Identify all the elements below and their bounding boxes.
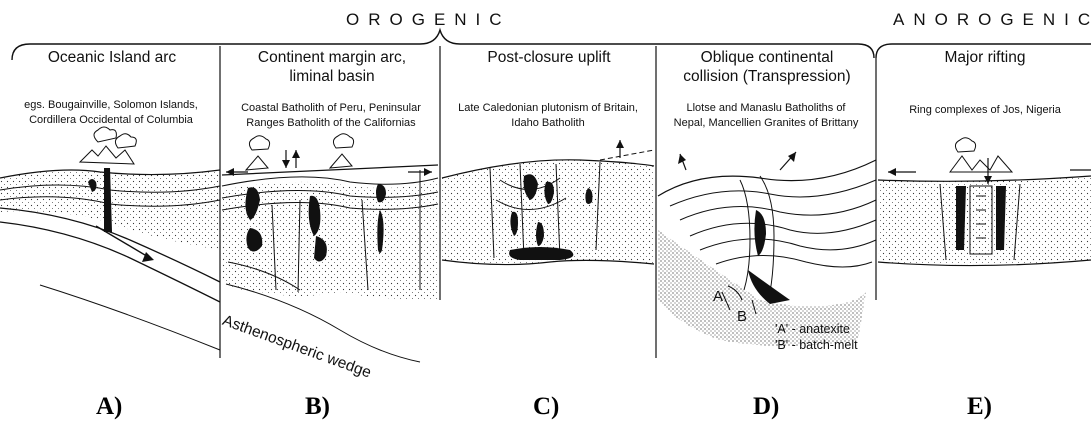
panel-d-letter: D) xyxy=(753,393,779,421)
panel-a-artwork xyxy=(0,127,220,350)
panel-b-letter: B) xyxy=(305,393,330,421)
panel-c-artwork xyxy=(442,140,654,265)
panel-e-artwork xyxy=(878,138,1091,266)
panel-a-letter: A) xyxy=(96,393,122,421)
panel-c-examples: Late Caledonian plutonism of Britain, Id… xyxy=(442,101,654,131)
panel-d-artwork xyxy=(658,152,876,346)
marker-b: B xyxy=(737,308,747,325)
panel-b-title: Continent margin arc, liminal basin xyxy=(232,48,432,86)
panel-c-letter: C) xyxy=(533,393,559,421)
panel-d-examples: Llotse and Manaslu Batholiths of Nepal, … xyxy=(658,101,874,131)
panel-a-examples: egs. Bougainville, Solomon Islands, Cord… xyxy=(2,98,220,128)
marker-a: A xyxy=(713,288,723,305)
anorogenic-label: ANOROGENIC xyxy=(893,10,1091,30)
panel-c-title: Post-closure uplift xyxy=(450,48,648,67)
orogenic-label: OROGENIC xyxy=(346,10,511,30)
panel-e-title: Major rifting xyxy=(890,48,1080,67)
panel-b-examples: Coastal Batholith of Peru, Peninsular Ra… xyxy=(222,101,440,131)
panel-e-examples: Ring complexes of Jos, Nigeria xyxy=(882,103,1088,118)
panel-e-letter: E) xyxy=(967,393,992,421)
panel-d-legend: 'A' - anatexite 'B' - batch-melt xyxy=(775,321,858,353)
panel-a-title: Oceanic Island arc xyxy=(22,48,202,67)
panel-d-title: Oblique continental collision (Transpres… xyxy=(662,48,872,86)
